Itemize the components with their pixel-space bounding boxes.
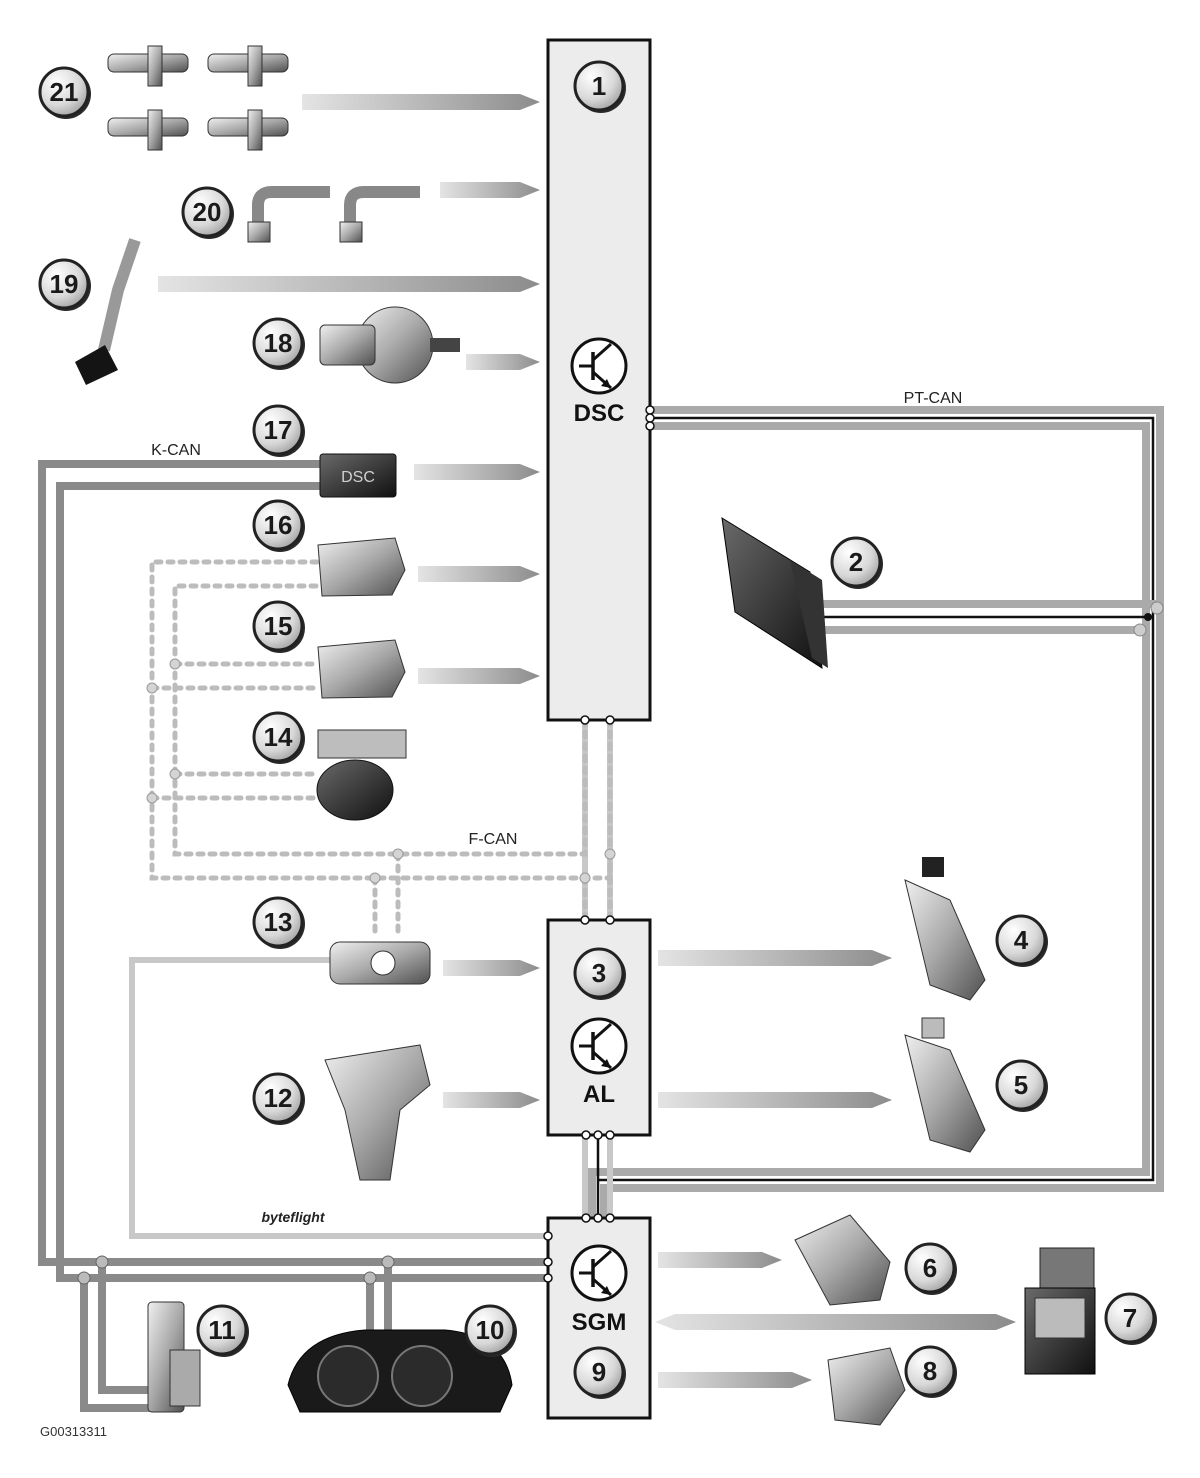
badge-4-label: 4 bbox=[1014, 925, 1029, 955]
pump-icon bbox=[827, 1347, 906, 1426]
transistor-icon bbox=[570, 1244, 628, 1302]
dsc-sensor: DSC bbox=[319, 453, 397, 498]
dsc-unit: DSC bbox=[546, 38, 652, 722]
badge-13: 13 bbox=[252, 896, 305, 949]
badge-20-label: 20 bbox=[193, 197, 222, 227]
sgm-bus-ports bbox=[543, 1213, 615, 1283]
steering-actuator-icon bbox=[324, 1044, 431, 1181]
f-can-wiring bbox=[149, 559, 613, 938]
badge-7: 7 bbox=[1104, 1292, 1157, 1345]
badge-6: 6 bbox=[904, 1242, 957, 1295]
badge-4: 4 bbox=[995, 914, 1048, 967]
badge-18-label: 18 bbox=[264, 328, 293, 358]
brake-booster-icon bbox=[319, 306, 460, 384]
badge-14-label: 14 bbox=[264, 722, 293, 752]
badge-2: 2 bbox=[830, 536, 883, 589]
signal-arrows bbox=[158, 94, 1016, 1388]
badge-17-label: 17 bbox=[264, 415, 293, 445]
arrow-21-to-dsc bbox=[302, 94, 540, 110]
f-can-label: F-CAN bbox=[469, 831, 518, 848]
badge-17: 17 bbox=[252, 404, 305, 457]
al-bus-ports bbox=[580, 915, 615, 1140]
badge-11-label: 11 bbox=[208, 1315, 236, 1345]
pressure-sensor-icon bbox=[247, 186, 420, 243]
arrow-16-to-dsc bbox=[418, 566, 540, 582]
yaw-sensor-icon bbox=[317, 537, 406, 699]
dsc-bus-ports bbox=[580, 405, 655, 725]
badge-2-label: 2 bbox=[849, 547, 863, 577]
column-switch-icon bbox=[329, 941, 431, 985]
arrow-15-to-dsc bbox=[418, 668, 540, 684]
steering-sensor-icon bbox=[316, 729, 407, 821]
arrow-sgm-to-6 bbox=[658, 1252, 782, 1268]
badge-12: 12 bbox=[252, 1072, 305, 1125]
arrow-sgm-7 bbox=[655, 1314, 1016, 1330]
pt-can-wiring bbox=[588, 406, 1164, 1218]
badge-9: 9 bbox=[573, 1346, 626, 1399]
badge-19: 19 bbox=[38, 258, 91, 311]
k-can-wiring bbox=[38, 460, 548, 1412]
badge-10: 10 bbox=[464, 1304, 517, 1357]
byteflight-label: byteflight bbox=[262, 1209, 326, 1225]
arrow-12-to-al bbox=[443, 1092, 540, 1108]
badge-14: 14 bbox=[252, 711, 305, 764]
diagnostic-tester-icon bbox=[1024, 1247, 1096, 1375]
badge-11: 11 bbox=[196, 1304, 249, 1357]
arrow-13-to-al bbox=[443, 960, 540, 976]
dsc-sensor-label: DSC bbox=[341, 469, 375, 486]
badge-10-label: 10 bbox=[476, 1315, 505, 1345]
badge-12-label: 12 bbox=[264, 1083, 293, 1113]
badge-8: 8 bbox=[904, 1345, 957, 1398]
k-can-label: K-CAN bbox=[151, 442, 201, 459]
dsc-unit-label: DSC bbox=[574, 400, 625, 427]
figure-id: G00313311 bbox=[40, 1424, 107, 1439]
arrow-al-to-5 bbox=[658, 1092, 892, 1108]
brake-pedal-icon bbox=[75, 238, 141, 385]
badge-5: 5 bbox=[995, 1059, 1048, 1112]
badge-16: 16 bbox=[252, 499, 305, 552]
f-can-junctions bbox=[146, 658, 616, 884]
badge-8-label: 8 bbox=[923, 1356, 937, 1386]
control-module-icon bbox=[721, 517, 828, 669]
badge-7-label: 7 bbox=[1123, 1303, 1137, 1333]
transistor-icon bbox=[570, 337, 628, 395]
badge-13-label: 13 bbox=[264, 907, 293, 937]
arrow-17-to-dsc bbox=[414, 464, 540, 480]
arrow-al-to-4 bbox=[658, 950, 892, 966]
arrow-20-to-dsc bbox=[440, 182, 540, 198]
arrow-sgm-to-8 bbox=[658, 1372, 812, 1388]
badge-16-label: 16 bbox=[264, 510, 293, 540]
badge-21-label: 21 bbox=[50, 77, 79, 107]
motor-icon bbox=[904, 857, 986, 1153]
al-unit-label: AL bbox=[583, 1081, 615, 1108]
pt-can-label: PT-CAN bbox=[904, 390, 963, 407]
badge-18: 18 bbox=[252, 317, 305, 370]
arrow-18-to-dsc bbox=[466, 354, 540, 370]
badge-1: 1 bbox=[573, 60, 626, 113]
badge-1-label: 1 bbox=[592, 71, 606, 101]
instrument-cluster-icon bbox=[287, 1329, 513, 1413]
sgm-unit-label: SGM bbox=[572, 1309, 627, 1336]
transistor-icon bbox=[570, 1017, 628, 1075]
badge-15: 15 bbox=[252, 600, 305, 653]
badge-15-label: 15 bbox=[264, 611, 293, 641]
badge-21: 21 bbox=[38, 66, 91, 119]
valve-block-icon bbox=[107, 45, 289, 151]
badge-5-label: 5 bbox=[1014, 1070, 1028, 1100]
badge-6-label: 6 bbox=[923, 1253, 937, 1283]
badge-3: 3 bbox=[573, 947, 626, 1000]
badge-3-label: 3 bbox=[592, 958, 606, 988]
actuator-icon bbox=[794, 1214, 891, 1306]
badge-9-label: 9 bbox=[592, 1357, 606, 1387]
arrow-19-to-dsc bbox=[158, 276, 540, 292]
seat-module-icon bbox=[147, 1301, 201, 1413]
sgm-unit: SGM bbox=[546, 1216, 652, 1420]
badge-19-label: 19 bbox=[50, 269, 79, 299]
badge-20: 20 bbox=[181, 186, 234, 239]
